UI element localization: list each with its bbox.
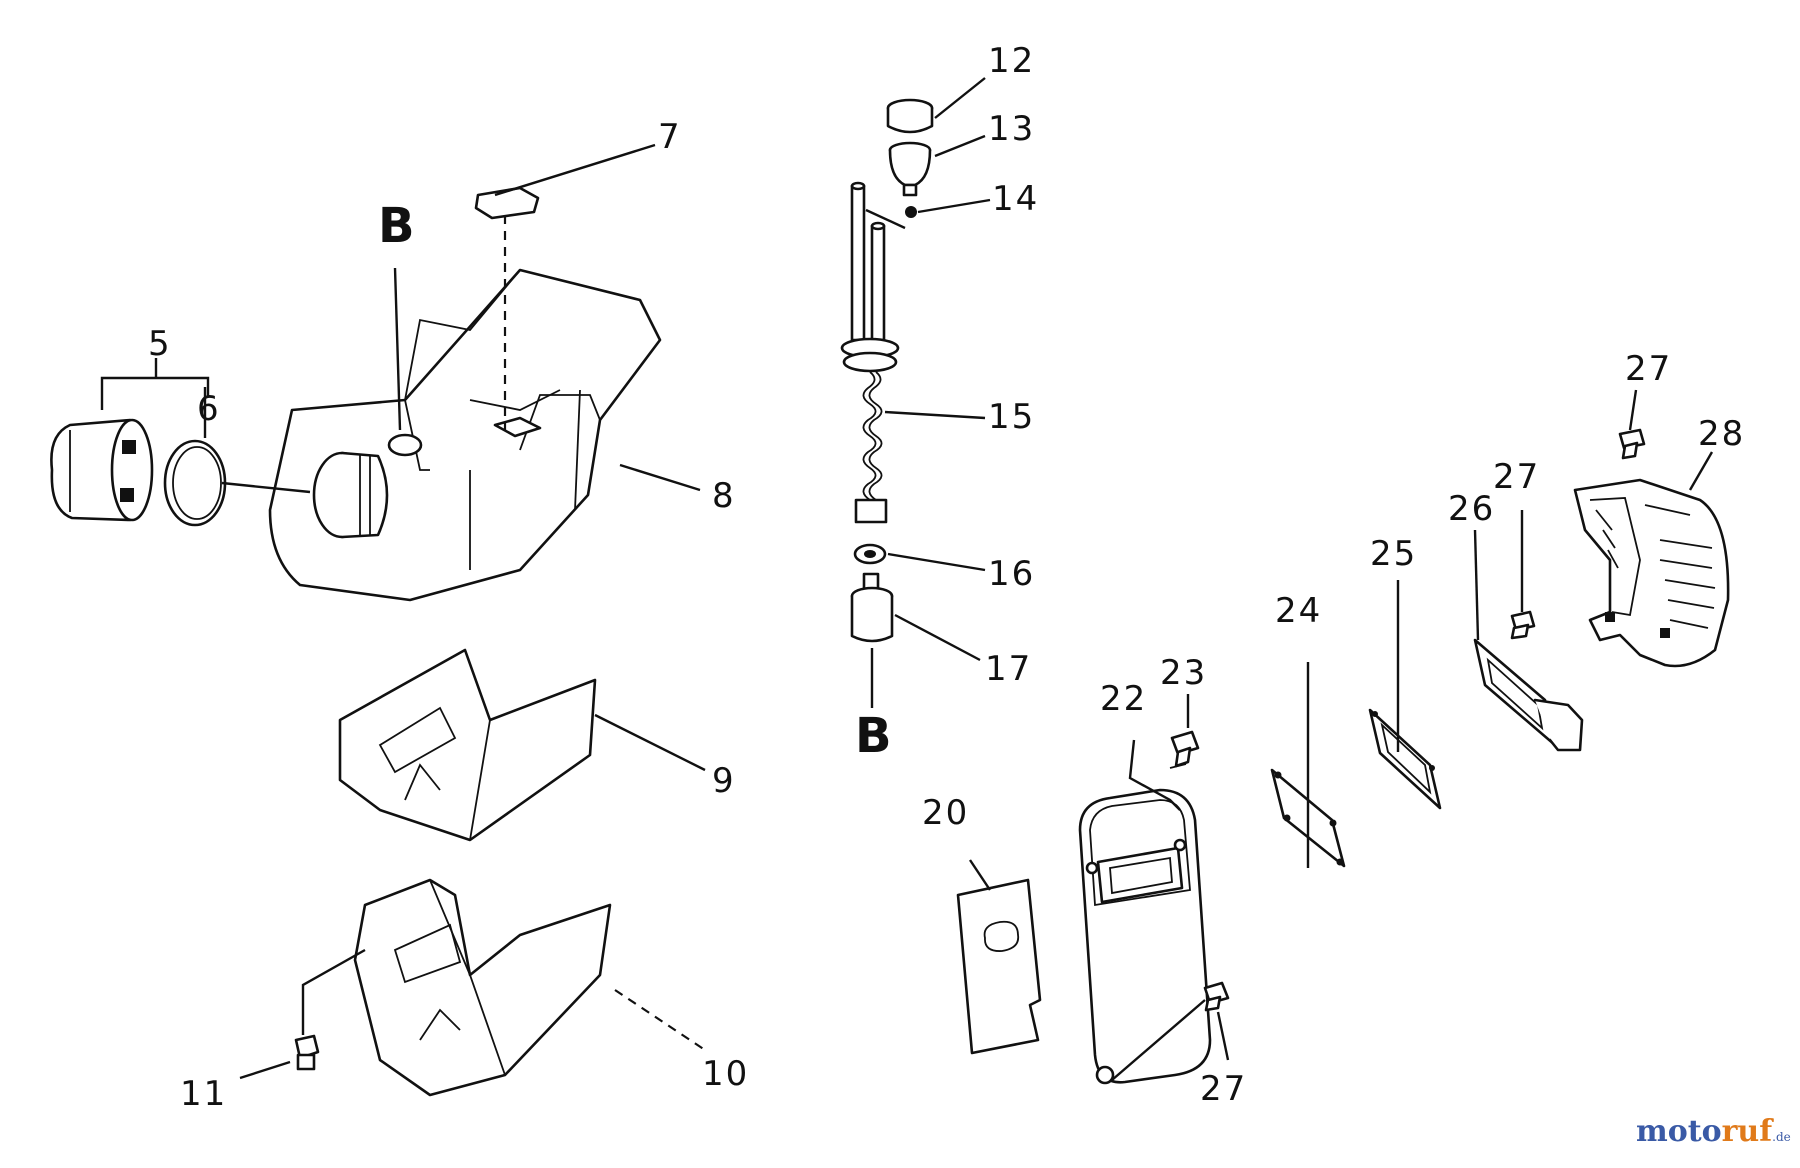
lower-guard-part: [353, 878, 612, 1097]
muffler-gasket-20-part: [956, 878, 1042, 1055]
gasket-25-part: [1368, 708, 1442, 810]
callout-17: 17: [985, 649, 1032, 689]
watermark-logo: motoruf.de: [1636, 1117, 1791, 1147]
grommet-12-part: [886, 98, 934, 134]
watermark-part1: moto: [1636, 1114, 1722, 1149]
center-leader-lines: [870, 77, 991, 708]
callout-8: 8: [712, 476, 736, 516]
callout-27-middle: 27: [1493, 457, 1540, 497]
callout-9: 9: [712, 761, 736, 801]
screw-27-bottom-part: [1203, 981, 1230, 1012]
callout-6: 6: [197, 389, 221, 429]
screw-27-middle-part: [1510, 610, 1536, 640]
callout-11: 11: [180, 1074, 227, 1114]
callout-25: 25: [1370, 534, 1417, 574]
reference-mark-b-top: B: [378, 198, 415, 254]
screw-23-part: [1169, 730, 1200, 769]
muffler-cover-28-part: [1573, 478, 1730, 668]
cap-gasket-part: [163, 439, 227, 527]
callout-10: 10: [702, 1054, 749, 1094]
callout-14: 14: [992, 179, 1039, 219]
callout-13: 13: [988, 109, 1035, 149]
screw-11-part: [294, 1034, 320, 1071]
callout-16: 16: [988, 554, 1035, 594]
callout-22: 22: [1100, 679, 1147, 719]
callout-28: 28: [1698, 414, 1745, 454]
callout-26: 26: [1448, 489, 1495, 529]
watermark-part2: ruf: [1721, 1114, 1773, 1149]
callout-5: 5: [148, 324, 172, 364]
screw-27-top-part: [1618, 428, 1646, 460]
fuel-line-15-part: [840, 181, 906, 524]
callout-7: 7: [658, 117, 682, 157]
callout-15: 15: [988, 397, 1035, 437]
fuel-filter-17-part: [850, 572, 894, 643]
left-leader-lines: [100, 143, 706, 1080]
ball-14-part: [905, 206, 917, 218]
callout-27-top: 27: [1625, 349, 1672, 389]
fuel-tank-part: [268, 268, 662, 602]
right-leader-lines: [969, 389, 1714, 1081]
callout-12: 12: [988, 41, 1035, 81]
callout-27-bottom: 27: [1200, 1069, 1247, 1109]
callout-20: 20: [922, 793, 969, 833]
watermark-suffix: .de: [1772, 1130, 1791, 1144]
washer-16-part: [853, 543, 887, 565]
muffler-22-part: [1078, 788, 1212, 1085]
callout-23: 23: [1160, 653, 1207, 693]
fuel-cap-part: [50, 418, 154, 522]
reference-mark-b-bottom: B: [855, 708, 892, 764]
callout-24: 24: [1275, 591, 1322, 631]
check-valve-13-part: [888, 141, 932, 197]
spark-arrestor-26-part: [1473, 638, 1584, 752]
callout-labels: 5 6 7 8 9 10 11 12 13 14 15 16 17 20 22 …: [148, 41, 1745, 1114]
tank-guard-part: [338, 648, 597, 842]
